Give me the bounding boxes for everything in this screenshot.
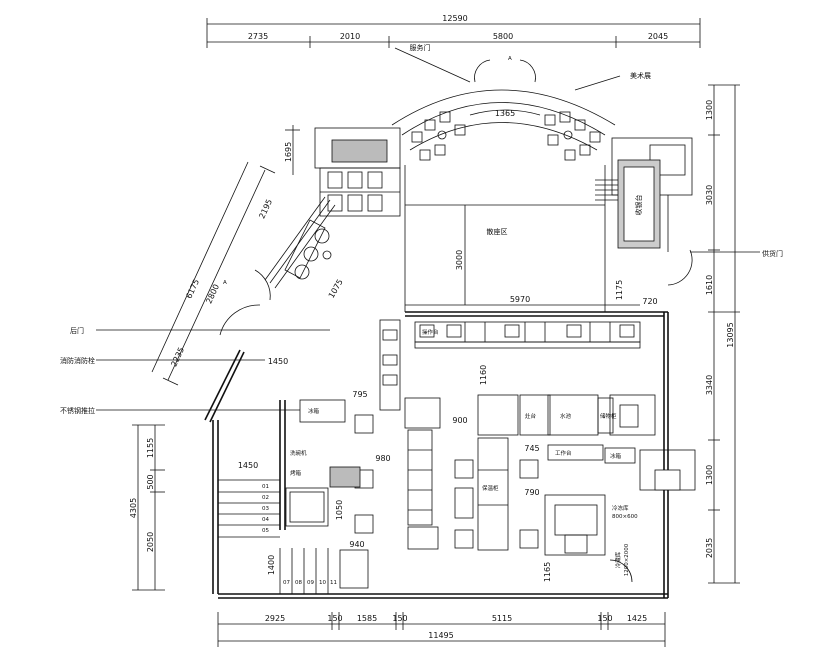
counter-label-7: 储物柜 xyxy=(600,412,617,420)
label-freezer-size: 800×600 xyxy=(612,514,638,520)
stairs xyxy=(218,479,369,594)
dim-diag-5: 2235 xyxy=(169,346,186,368)
counter-label-10: 保温柜 xyxy=(482,484,499,492)
dim-right-2: 3030 xyxy=(705,185,714,205)
dim-inner-900: 900 xyxy=(452,416,467,425)
label-back-door: 供货门 xyxy=(762,249,783,258)
dim-bottom-1: 2925 xyxy=(265,614,285,623)
dim-inner-980: 980 xyxy=(375,454,390,463)
dim-inner-1400: 1400 xyxy=(267,555,276,575)
dim-right-3: 1610 xyxy=(705,275,714,295)
doors xyxy=(219,59,693,583)
label-stainless-door: 不锈钢推拉 xyxy=(60,406,95,415)
dim-inner-795: 795 xyxy=(352,390,367,399)
dim-diag-1: 1695 xyxy=(284,142,293,162)
outer-walls xyxy=(204,311,669,599)
dim-inner-5970: 5970 xyxy=(510,295,530,304)
dining-area xyxy=(404,165,640,312)
right-dimension-line xyxy=(708,84,740,584)
bottom-dimension-line xyxy=(217,612,666,647)
dim-left-3: 2050 xyxy=(146,532,155,552)
dim-inner-1160: 1160 xyxy=(479,365,488,385)
counter-label-3: 洗碗机 xyxy=(290,449,307,457)
dim-left-1: 1155 xyxy=(146,438,155,458)
label-main-door: 服务门 xyxy=(410,43,431,52)
stair-num-3: 03 xyxy=(262,506,269,512)
left-dimension-line xyxy=(132,424,165,591)
dim-bottom-6: 150 xyxy=(597,614,612,623)
dim-inner-1050: 1050 xyxy=(335,500,344,520)
dim-inner-1365: 1365 xyxy=(495,109,515,118)
label-fire-box: 消防消防栓 xyxy=(60,356,95,365)
stair-num-b1: 07 xyxy=(283,580,290,586)
dim-bottom-total: 11495 xyxy=(428,631,453,640)
dim-top-1: 2735 xyxy=(248,32,268,41)
stair-num-b3: 09 xyxy=(307,580,314,586)
dim-bottom-5: 5115 xyxy=(492,614,512,623)
label-side-door: 美术展 xyxy=(630,71,651,80)
dim-top-4: 2045 xyxy=(648,32,668,41)
dim-bottom-3: 1585 xyxy=(357,614,377,623)
stair-num-1: 01 xyxy=(262,484,269,490)
north-marker-top: A xyxy=(508,56,512,62)
counter-label-2: 冰箱 xyxy=(308,407,320,415)
label-freezer-room: 冷冻库 xyxy=(612,504,629,512)
display-counter xyxy=(414,321,641,349)
arc-seating xyxy=(391,89,616,161)
leader-lines xyxy=(96,47,760,411)
right-upper-block xyxy=(595,137,693,252)
dim-top-2: 2010 xyxy=(340,32,360,41)
label-corridor: 散座区 xyxy=(487,227,508,236)
label-cold-room: 冷藏库 xyxy=(614,551,622,568)
dim-diag-3: 6175 xyxy=(184,278,201,300)
dim-inner-745: 745 xyxy=(524,444,539,453)
label-main-entry: 后门 xyxy=(70,326,84,335)
counter-label-1: 操作台 xyxy=(422,328,439,336)
dim-inner-1075: 1075 xyxy=(327,278,345,300)
stair-num-b4: 10 xyxy=(319,580,326,586)
dim-inner-1175: 1175 xyxy=(615,280,624,300)
dim-inner-940: 940 xyxy=(349,540,364,549)
dim-right-7: 2035 xyxy=(705,538,714,558)
dim-diag-2: 2195 xyxy=(257,198,274,220)
dim-bottom-4: 150 xyxy=(392,614,407,623)
dim-right-5: 3340 xyxy=(705,375,714,395)
dim-bottom-7: 1425 xyxy=(627,614,647,623)
stair-num-b2: 08 xyxy=(295,580,302,586)
diagonal-dimension-line xyxy=(151,125,300,386)
dim-inner-790: 790 xyxy=(524,488,539,497)
dim-inner-1165: 1165 xyxy=(543,562,552,582)
dim-inner-1450: 1450 xyxy=(268,357,288,366)
stair-num-2: 02 xyxy=(262,495,269,501)
counter-label-8: 工作台 xyxy=(555,449,572,457)
dim-top-3: 5800 xyxy=(493,32,513,41)
counter-label-6: 水池 xyxy=(560,412,572,420)
counter-label-4: 烤箱 xyxy=(290,469,302,477)
north-marker-left: A xyxy=(223,280,227,286)
dim-bottom-2: 150 xyxy=(327,614,342,623)
booth-seating xyxy=(314,127,401,217)
counter-label-9: 冰箱 xyxy=(610,452,622,460)
dim-top-total: 12590 xyxy=(442,14,467,23)
dim-right-1: 1300 xyxy=(705,100,714,120)
dim-inner-720: 720 xyxy=(642,297,657,306)
dim-inner-1450b: 1450 xyxy=(238,461,258,470)
dim-left-total: 4305 xyxy=(129,498,138,518)
dim-right-6: 1300 xyxy=(705,465,714,485)
top-dimension-line xyxy=(206,18,701,48)
label-bar: 收银台 xyxy=(634,195,643,216)
diagonal-bench xyxy=(284,219,332,280)
stair-num-4: 04 xyxy=(262,517,269,523)
stair-num-b5: 11 xyxy=(330,580,337,586)
counter-label-5: 灶台 xyxy=(525,412,537,420)
dim-inner-3000: 3000 xyxy=(455,250,464,270)
kitchen-equipment xyxy=(299,319,696,556)
label-cold-room-size: 1200×2000 xyxy=(624,543,630,576)
dim-diag-4: 2800 xyxy=(204,283,221,305)
dim-right-total: 13095 xyxy=(726,322,735,347)
stair-num-5: 05 xyxy=(262,528,269,534)
dim-left-2: 500 xyxy=(146,474,155,489)
